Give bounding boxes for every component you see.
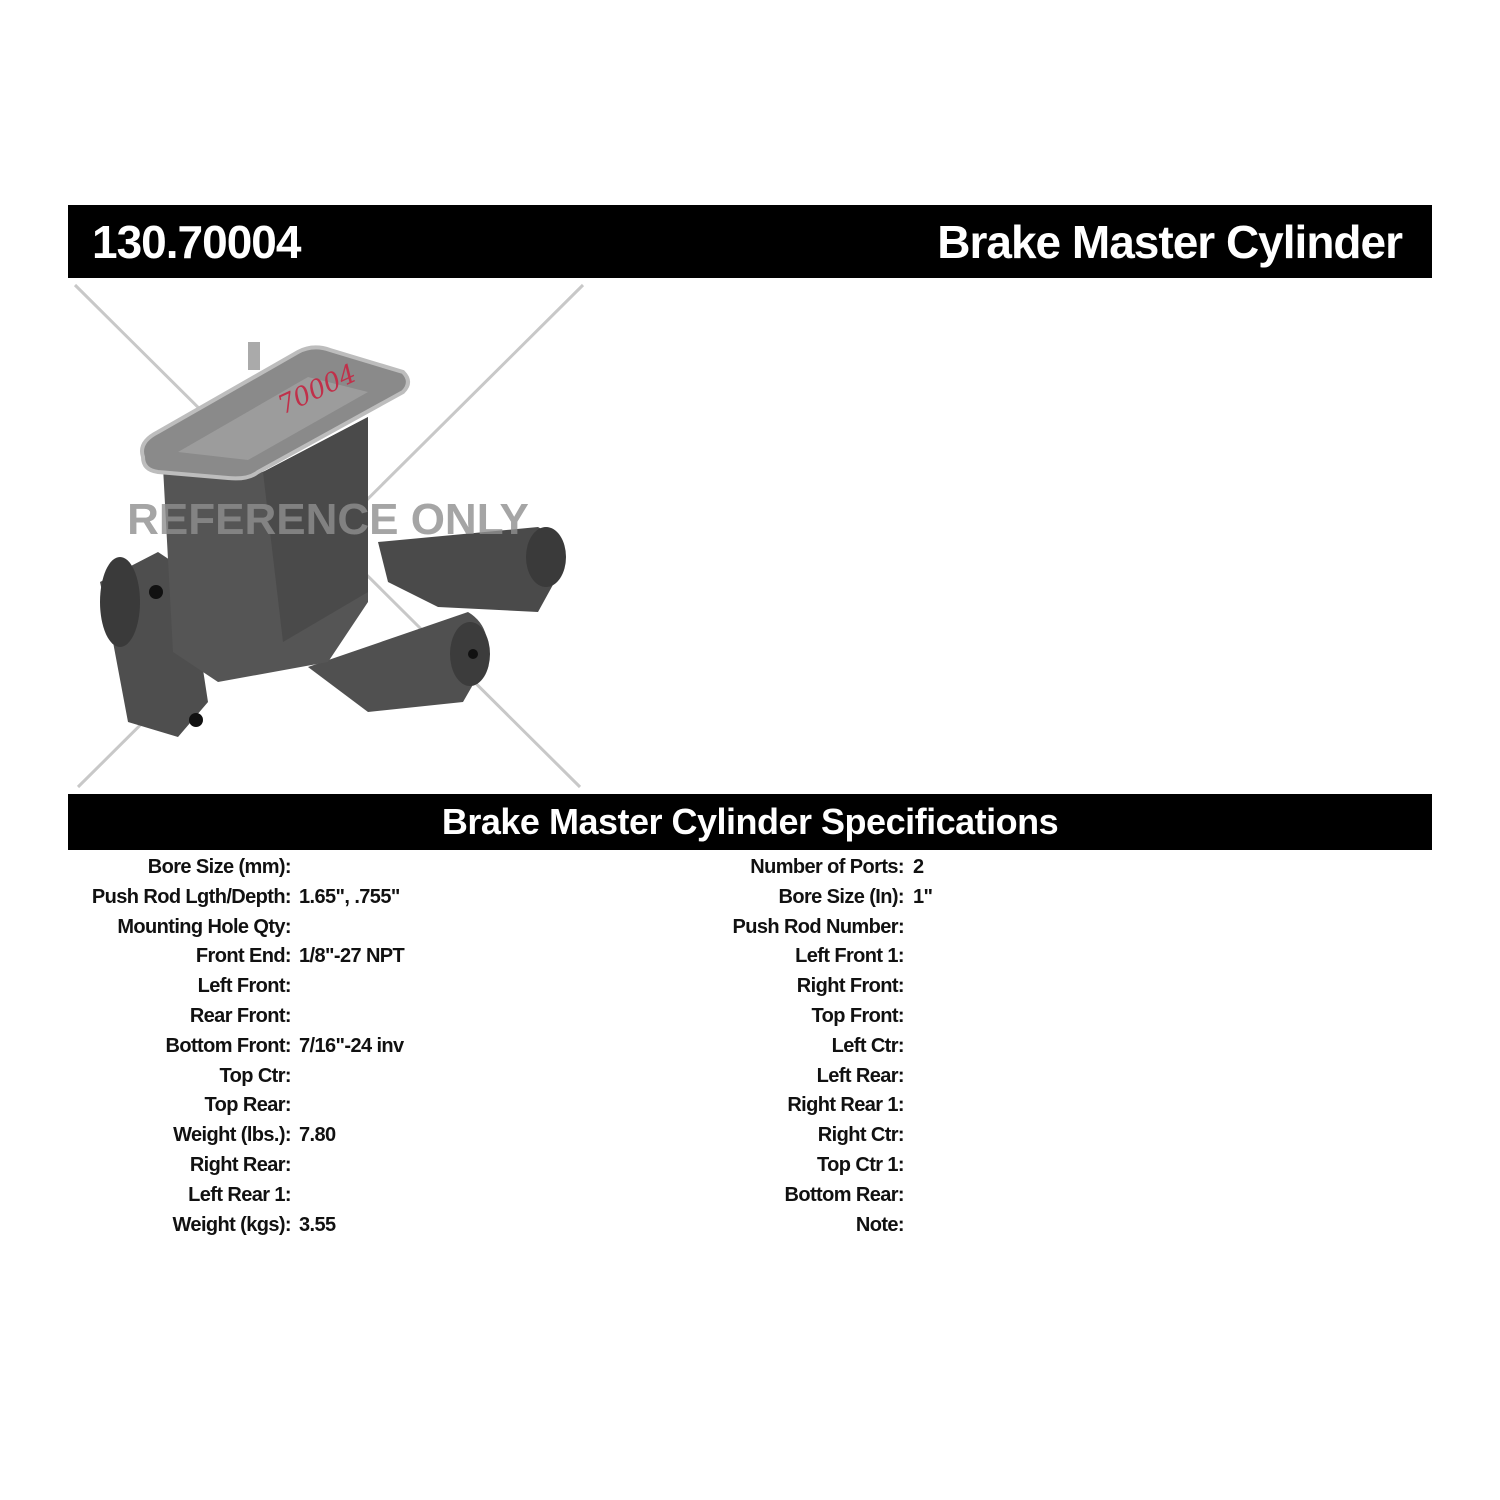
- spec-value: 1/8"-27 NPT: [299, 945, 405, 968]
- spec-label: Left Rear 1:: [188, 1183, 291, 1206]
- spec-label: Top Ctr:: [219, 1064, 292, 1087]
- spec-label: Left Rear:: [816, 1064, 905, 1087]
- spec-label: Top Ctr 1:: [817, 1153, 905, 1176]
- spec-row: Note:: [604, 1211, 905, 1241]
- spec-row: Right Ctr:: [604, 1121, 905, 1151]
- spec-row: Front End: 1/8"-27 NPT: [31, 942, 405, 972]
- spec-row: Weight (kgs): 3.55: [31, 1211, 337, 1241]
- spec-row: Bottom Front: 7/16"-24 inv: [31, 1032, 405, 1062]
- spec-row: Number of Ports: 2: [604, 853, 924, 883]
- spec-row: Mounting Hole Qty:: [31, 913, 291, 943]
- spec-row: Top Ctr:: [31, 1062, 292, 1092]
- spec-row: Left Ctr:: [604, 1032, 905, 1062]
- title-bar: 130.70004 Brake Master Cylinder: [68, 205, 1432, 278]
- spec-label: Left Ctr:: [831, 1034, 905, 1057]
- spec-label: Rear Front:: [189, 1004, 292, 1027]
- spec-label: Bore Size (mm):: [147, 856, 292, 878]
- watermark: REFERENCE ONLY: [127, 495, 529, 544]
- spec-row: Bottom Rear:: [604, 1181, 905, 1211]
- spec-label: Note:: [855, 1213, 905, 1236]
- spec-label: Top Rear:: [204, 1094, 292, 1117]
- spec-row: Rear Front:: [31, 1002, 292, 1032]
- part-number: 130.70004: [92, 216, 301, 268]
- spec-label: Weight (lbs.):: [173, 1124, 291, 1147]
- spec-value: 7.80: [299, 1124, 336, 1147]
- spec-label: Top Front:: [811, 1004, 905, 1027]
- spec-value: 2: [913, 856, 924, 878]
- spec-row: Push Rod Lgth/Depth: 1.65", .755": [31, 883, 400, 913]
- product-type: Brake Master Cylinder: [937, 216, 1403, 268]
- spec-row: Right Rear 1:: [604, 1091, 904, 1121]
- spec-row: Right Rear:: [31, 1151, 292, 1181]
- spec-label: Bore Size (In):: [778, 885, 905, 908]
- product-image: 70004 REFERENCE ONLY: [68, 282, 588, 792]
- spec-label: Left Front 1:: [795, 945, 904, 968]
- spec-label: Front End:: [195, 945, 292, 968]
- spec-label: Bottom Rear:: [784, 1183, 905, 1206]
- spec-row: Bore Size (In): 1": [604, 883, 933, 913]
- spec-row: Push Rod Number:: [604, 913, 904, 943]
- spec-label: Bottom Front:: [165, 1034, 292, 1057]
- spec-label: Weight (kgs):: [172, 1213, 292, 1236]
- specs-left-column: Bore Size (mm): Push Rod Lgth/Depth: 1.65"…: [31, 853, 405, 1241]
- spec-value: 7/16"-24 inv: [299, 1034, 404, 1057]
- spec-label: Number of Ports:: [750, 856, 904, 878]
- spec-row: Bore Size (mm):: [31, 853, 292, 883]
- spec-label: Right Rear:: [189, 1153, 292, 1176]
- spec-row: Top Ctr 1:: [604, 1151, 905, 1181]
- spec-row: Left Front:: [31, 972, 292, 1002]
- spec-label: Right Rear 1:: [787, 1094, 904, 1117]
- spec-label: Left Front:: [197, 975, 292, 998]
- spec-label: Push Rod Number:: [732, 915, 904, 938]
- spec-label: Push Rod Lgth/Depth:: [91, 885, 292, 908]
- spec-label: Right Front:: [796, 975, 905, 998]
- spec-row: Left Rear 1:: [31, 1181, 291, 1211]
- spec-row: Weight (lbs.): 7.80: [31, 1121, 336, 1151]
- spec-value: 1.65", .755": [299, 885, 400, 908]
- spec-value: 3.55: [299, 1213, 336, 1236]
- spec-label: Right Ctr:: [817, 1124, 905, 1147]
- spec-row: Top Rear:: [31, 1091, 292, 1121]
- specs-title: Brake Master Cylinder Specifications: [68, 794, 1432, 850]
- spec-row: Top Front:: [604, 1002, 905, 1032]
- spec-row: Left Rear:: [604, 1062, 905, 1092]
- spec-row: Right Front:: [604, 972, 905, 1002]
- spec-row: Left Front 1:: [604, 942, 904, 972]
- spec-label: Mounting Hole Qty:: [117, 915, 291, 938]
- spec-value: 1": [913, 885, 933, 908]
